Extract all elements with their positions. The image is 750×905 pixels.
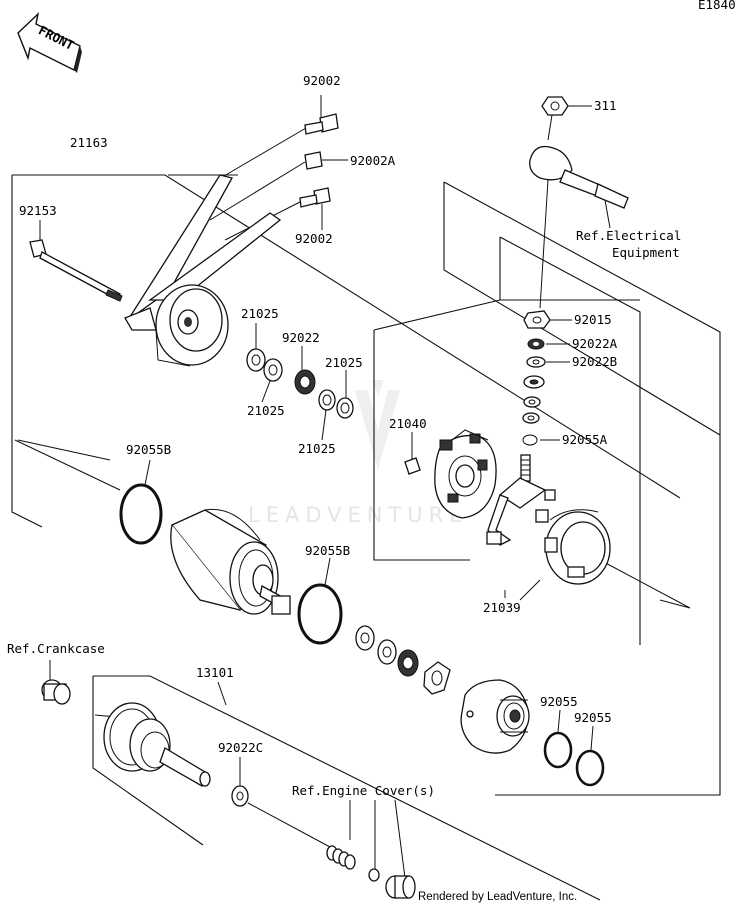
callout-21163: 21163 <box>70 135 108 150</box>
callout-21025-a: 21025 <box>241 306 279 321</box>
callout-92055B-left: 92055B <box>126 442 171 457</box>
washer-92022C <box>231 757 331 848</box>
callout-92002-mid: 92002 <box>295 231 333 246</box>
terminal-hardware-stack <box>522 310 572 446</box>
starter-clutch-13101 <box>103 681 227 788</box>
terminal-stud <box>520 454 531 482</box>
front-arrow-icon: FRONT <box>17 11 82 73</box>
bolt-92002-top <box>223 95 339 177</box>
callout-92022: 92022 <box>282 330 320 345</box>
brush-plate-21040 <box>404 429 497 519</box>
o-ring-92055B-mid <box>297 557 343 645</box>
callout-21040: 21040 <box>389 416 427 431</box>
callout-21039: 21039 <box>483 600 521 615</box>
callout-21025-d: 21025 <box>298 441 336 456</box>
front-cover <box>460 679 530 754</box>
callout-labels: 92002 21163 92002A 92153 92002 311 Ref.E… <box>7 73 681 798</box>
callout-ref-electrical-2: Equipment <box>612 245 680 260</box>
callout-92055-b: 92055 <box>574 710 612 725</box>
callout-92153: 92153 <box>19 203 57 218</box>
watermark-text: LEADVENTURE <box>248 503 469 527</box>
callout-13101: 13101 <box>196 665 234 680</box>
o-ring-92055-a <box>543 709 573 769</box>
callout-92055B-mid: 92055B <box>305 543 350 558</box>
end-cover-21163 <box>124 174 282 367</box>
bolt-92002-mid <box>224 187 331 241</box>
callout-21025-b: 21025 <box>325 355 363 370</box>
diagram-code: E1840 <box>698 0 736 12</box>
callout-92022C: 92022C <box>218 740 263 755</box>
yoke-housing <box>170 508 291 615</box>
brush-holder-ring <box>504 509 611 601</box>
leadventure-watermark: LEADVENTURE <box>248 380 469 527</box>
callout-92022B: 92022B <box>572 354 617 369</box>
callout-ref-engine-cover: Ref.Engine Cover(s) <box>292 783 435 798</box>
callout-92022A: 92022A <box>572 336 618 351</box>
callout-92015: 92015 <box>574 312 612 327</box>
brush-holder-bracket <box>486 477 556 546</box>
o-ring-92055-b <box>575 725 605 787</box>
callout-92055-a: 92055 <box>540 694 578 709</box>
callout-ref-electrical-1: Ref.Electrical <box>576 228 681 243</box>
callout-92002-top: 92002 <box>303 73 341 88</box>
callout-ref-crankcase: Ref.Crankcase <box>7 641 105 656</box>
washer-stack-upper <box>246 323 354 441</box>
callout-311: 311 <box>594 98 617 113</box>
bushing-crankcase <box>41 660 71 705</box>
callout-92055A: 92055A <box>562 432 608 447</box>
washer-stack-lower <box>355 625 451 695</box>
callout-21025-c: 21025 <box>247 403 285 418</box>
through-bolt-92153 <box>29 220 123 302</box>
rendered-by-credit: Rendered by LeadVenture, Inc. <box>418 891 577 903</box>
bolt-92002A <box>209 151 348 221</box>
callout-92002A: 92002A <box>350 153 396 168</box>
spring-and-collar <box>326 799 416 899</box>
spring-icon <box>326 845 356 870</box>
o-ring-92055B-left <box>119 459 163 545</box>
terminal-cable <box>529 96 629 309</box>
